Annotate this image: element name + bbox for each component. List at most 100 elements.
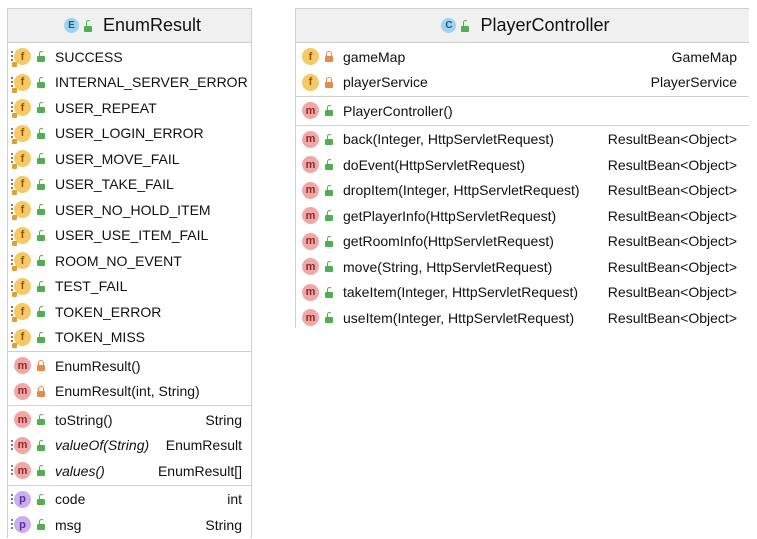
public-lock-icon [324,286,334,298]
method-row[interactable]: m values() EnumResult[] [8,458,251,484]
static-method-icon: m [11,462,31,480]
method-signature: valueOf(String) [55,437,150,454]
method-icon: m [302,232,319,250]
field-icon: f [11,277,31,297]
method-signature: doEvent(HttpServletRequest) [343,156,526,173]
enum-constant-row[interactable]: f TEST_FAIL [8,274,251,300]
field-icon: f [11,328,31,348]
field-icon: f [11,226,31,246]
enum-result-header[interactable]: E EnumResult [8,8,251,43]
private-lock-icon [324,51,334,63]
method-icon: m [14,357,31,375]
public-lock-icon [324,312,334,324]
public-lock-icon [460,19,470,32]
method-signature: getPlayerInfo(HttpServletRequest) [343,207,557,224]
method-icon: m [302,283,319,301]
field-icon: f [11,124,31,144]
method-icon: m [302,258,319,276]
return-type: EnumResult [165,437,242,454]
constant-name: INTERNAL_SERVER_ERROR [55,74,248,91]
constant-name: TOKEN_MISS [55,329,145,346]
field-icon: f [302,73,319,91]
constant-name: USER_TAKE_FAIL [55,176,174,193]
field-row[interactable]: f playerService PlayerService [296,70,749,96]
field-type: PlayerService [650,74,737,91]
field-name: playerService [343,74,428,91]
method-signature: values() [55,462,105,479]
return-type: ResultBean<Object> [607,258,737,275]
public-lock-icon [36,153,46,165]
public-lock-icon [324,210,334,222]
public-lock-icon [36,255,46,267]
public-lock-icon [324,159,334,171]
constructor-row[interactable]: m EnumResult() [8,353,251,379]
method-icon: m [302,102,319,120]
property-type: int [227,491,242,508]
return-type: ResultBean<Object> [607,233,737,250]
private-lock-icon [324,76,334,88]
property-name: code [55,491,86,508]
public-lock-icon [36,306,46,318]
public-lock-icon [36,439,46,451]
public-lock-icon [324,105,334,117]
constructor-signature: EnumResult() [55,357,141,374]
method-row[interactable]: m getRoomInfo(HttpServletRequest) ResultBe… [296,229,749,255]
public-lock-icon [83,19,93,32]
constant-name: USER_MOVE_FAIL [55,150,180,167]
public-lock-icon [36,331,46,343]
field-icon: f [11,99,31,119]
constant-name: TOKEN_ERROR [55,303,162,320]
public-lock-icon [36,76,46,88]
method-signature: toString() [55,411,113,428]
property-type: String [205,516,242,533]
method-icon: m [14,382,31,400]
public-lock-icon [324,235,334,247]
field-icon: f [302,48,319,66]
method-icon: m [14,411,31,429]
constructor-row[interactable]: m EnumResult(int, String) [8,379,251,405]
constructor-signature: EnumResult(int, String) [55,383,200,400]
public-lock-icon [36,519,46,531]
method-row[interactable]: m move(String, HttpServletRequest) ResultB… [296,254,749,280]
method-icon: m [302,207,319,225]
method-signature: move(String, HttpServletRequest) [343,258,553,275]
return-type: EnumResult[] [157,462,242,479]
public-lock-icon [36,51,46,63]
field-icon: f [11,175,31,195]
enum-constant-row[interactable]: f TOKEN_MISS [8,325,251,351]
player-controller-header[interactable]: C PlayerController [296,8,749,43]
public-lock-icon [36,102,46,114]
method-signature: getRoomInfo(HttpServletRequest) [343,233,554,250]
public-lock-icon [36,414,46,426]
constant-name: TEST_FAIL [55,278,128,295]
public-lock-icon [36,465,46,477]
enum-constant-row[interactable]: f USER_TAKE_FAIL [8,172,251,198]
public-lock-icon [36,204,46,216]
